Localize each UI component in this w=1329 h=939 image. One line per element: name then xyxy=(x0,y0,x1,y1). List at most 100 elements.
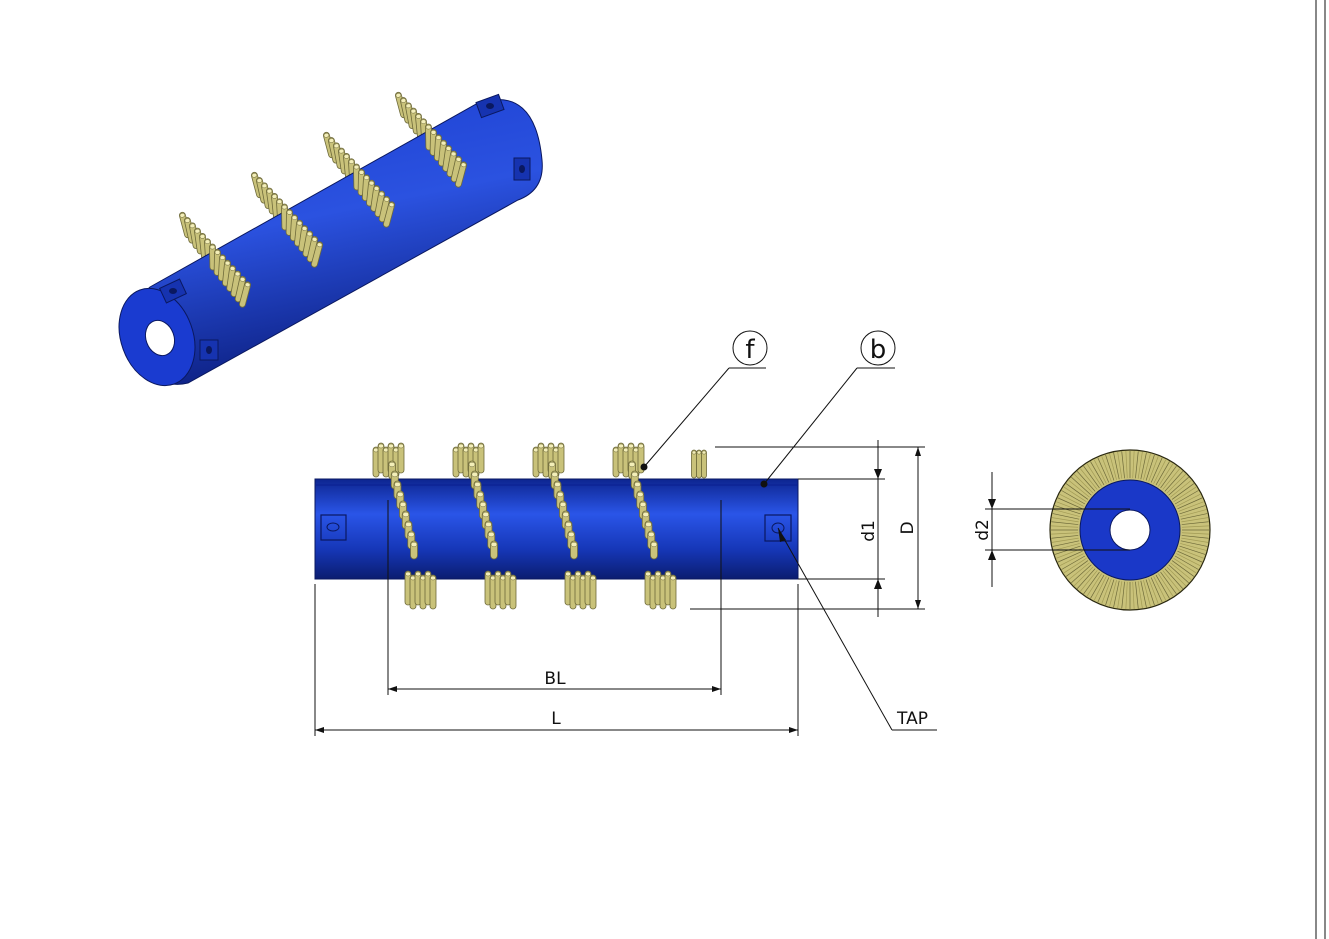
bristle-tuft-bottom-16 xyxy=(409,574,417,610)
bristle-tuft-top-26 xyxy=(477,442,485,474)
side-bristle-ray xyxy=(1083,571,1100,595)
side-bristle-ray xyxy=(1073,473,1094,494)
bristle-tuft-top-21 xyxy=(452,446,460,478)
bristle-tuft-bottom-62 xyxy=(589,574,597,610)
side-bristle-ray xyxy=(1125,581,1128,609)
side-bristle-ray xyxy=(1180,540,1208,547)
callout-b-label: b xyxy=(870,335,887,365)
side-bristle-ray xyxy=(1063,486,1087,502)
side-bristle-ray xyxy=(1173,486,1197,502)
tap-leader xyxy=(777,527,893,731)
side-bristle-ray xyxy=(1097,457,1110,483)
bristle-tuft-band-77 xyxy=(650,540,658,560)
side-bristle-ray xyxy=(1160,571,1177,595)
side-bristle-ray xyxy=(1153,459,1167,484)
side-bristle-ray xyxy=(1181,537,1209,543)
side-bristle-ray xyxy=(1052,540,1080,547)
bristle-tuft-bottom-39 xyxy=(499,574,507,610)
side-bristle-ray xyxy=(1109,453,1117,480)
side-bristle-ray xyxy=(1181,532,1209,535)
side-bristle-ray xyxy=(1101,578,1112,604)
side-bristle-ray xyxy=(1053,543,1080,551)
bristle-tuft-top-1 xyxy=(377,442,385,474)
side-bristle-ray xyxy=(1068,480,1090,498)
side-bristle-ray xyxy=(1170,480,1192,498)
side-bristle-ray xyxy=(1181,535,1209,539)
side-bristle-ray xyxy=(1162,468,1180,490)
side-bristle-ray xyxy=(1180,509,1207,517)
side-bristle-ray xyxy=(1176,493,1201,507)
side-bristle-ray xyxy=(1065,483,1089,500)
bristle-tuft-top-64 xyxy=(617,442,625,474)
callout-f-leader xyxy=(643,367,730,468)
bristle-tuft-bottom-15 xyxy=(404,570,412,606)
side-bristle-ray xyxy=(1125,451,1128,479)
side-bristle-ray xyxy=(1178,501,1204,512)
side-bristle-ray xyxy=(1109,580,1117,607)
front-screw-hole-left xyxy=(326,522,340,532)
iso-bristle-112 xyxy=(302,230,313,258)
side-bristle-ray xyxy=(1155,574,1170,599)
bristle-tuft-bottom-41 xyxy=(509,574,517,610)
side-bristle-ray xyxy=(1097,577,1110,603)
side-bristle-ray xyxy=(1176,553,1201,567)
side-bristle-ray xyxy=(1051,525,1079,528)
bristle-tuft-bottom-81 xyxy=(659,574,667,610)
bristle-tuft-edge-84 xyxy=(691,449,697,479)
bristle-tuft-bottom-20 xyxy=(429,574,437,610)
side-bristle-ray xyxy=(1155,461,1170,486)
bristle-tuft-edge-86 xyxy=(701,449,707,479)
side-bristle-ray xyxy=(1073,566,1094,587)
side-bristle-ray xyxy=(1143,580,1151,607)
side-bristle-ray xyxy=(1057,550,1083,563)
side-bristle-ray xyxy=(1093,576,1107,601)
side-bristle-ray xyxy=(1071,476,1092,496)
front-bristles-front xyxy=(388,460,677,610)
front-screw-pad-left xyxy=(320,514,347,541)
side-bristle-ray xyxy=(1150,577,1163,603)
side-bristle-ray xyxy=(1181,525,1209,528)
side-bristle-ray xyxy=(1076,568,1096,589)
bristle-tuft-top-44 xyxy=(542,446,550,478)
side-bristle-ray xyxy=(1065,560,1089,577)
side-bristle-ray xyxy=(1177,550,1203,563)
side-bristle-ray xyxy=(1179,505,1206,515)
bristle-tuft-band-35 xyxy=(490,540,498,560)
side-bristle-ray xyxy=(1086,463,1102,487)
tap-leader-arrow xyxy=(778,528,786,542)
side-bristle-ray xyxy=(1068,562,1090,580)
iso-bristle-111 xyxy=(298,225,308,252)
side-bristle-ray xyxy=(1105,454,1115,481)
front-screw-hole-right xyxy=(771,522,785,534)
iso-bristles-front xyxy=(209,123,467,308)
bristle-tuft-top-5 xyxy=(397,442,405,474)
bristle-tuft-bottom-59 xyxy=(574,570,582,606)
side-bristle-ray xyxy=(1174,555,1199,570)
side-bristle-ray xyxy=(1071,564,1092,584)
bristle-tuft-bottom-83 xyxy=(669,574,677,610)
side-bristle-ray xyxy=(1051,521,1079,525)
side-bristle-ray xyxy=(1051,535,1079,539)
side-bristle-ray xyxy=(1135,451,1139,479)
callout-f-label: f xyxy=(745,335,755,365)
side-bristle-ray xyxy=(1063,558,1087,574)
side-bristle-ray xyxy=(1137,581,1143,609)
side-bristle-ray xyxy=(1080,570,1098,592)
side-bristle-ray xyxy=(1054,505,1081,515)
side-bristle-ray xyxy=(1051,517,1079,523)
side-bristle-ray xyxy=(1158,573,1174,597)
side-bristle-ray xyxy=(1052,513,1080,520)
side-bristle-ray xyxy=(1051,537,1079,543)
side-bristle-ray xyxy=(1086,573,1102,597)
bristle-tuft-band-29 xyxy=(473,480,482,500)
side-bristle-ray xyxy=(1117,451,1123,479)
side-bristle-ray xyxy=(1158,463,1174,487)
side-bristle-ray xyxy=(1059,553,1084,567)
side-bristle-ray xyxy=(1093,459,1107,484)
side-bristle-ray xyxy=(1121,451,1125,479)
side-bristle-ray xyxy=(1148,456,1159,482)
side-bristle-ray xyxy=(1132,581,1135,609)
side-bristle-ray xyxy=(1177,497,1203,510)
dim-d1-arrow-top xyxy=(874,469,882,479)
side-bristle-ray xyxy=(1113,580,1120,608)
